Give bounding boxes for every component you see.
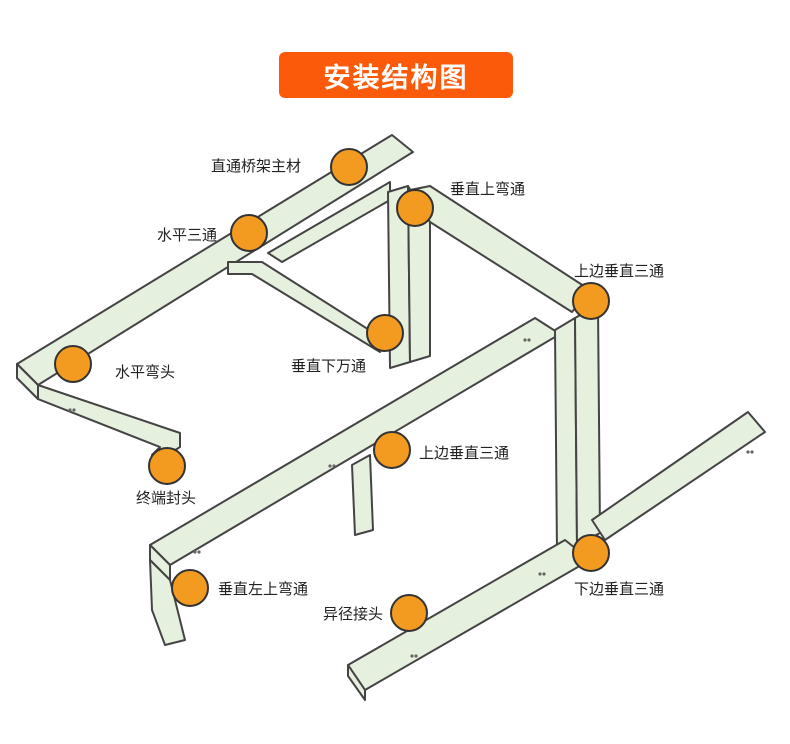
marker-horizontal-tee [230,214,268,252]
marker-reducer [390,594,428,632]
marker-vertical-down-tee [366,314,404,352]
marker-lower-vertical-tee [572,534,610,572]
label-straight-tray: 直通桥架主材 [211,157,302,175]
tray-lower-left-run [347,539,591,691]
bolt-marks [68,338,754,658]
marker-straight-tray [330,148,368,186]
marker-horizontal-bend [54,345,92,383]
marker-upper-vertical-tee-center [373,431,411,469]
label-vertical-left-up-bend: 垂直左上弯通 [218,580,309,598]
tray-end-segment [37,384,181,461]
label-vertical-up-bend: 垂直上弯通 [450,180,526,198]
label-horizontal-bend: 水平弯头 [115,363,176,381]
label-upper-vertical-tee-center: 上边垂直三通 [419,444,510,462]
label-end-cap: 终端封头 [136,489,197,507]
marker-end-cap [148,447,186,485]
label-reducer: 异径接头 [323,605,384,623]
page-title: 安装结构图 [323,62,469,94]
label-vertical-down-tee: 垂直下万通 [291,357,367,375]
label-upper-vertical-tee-right: 上边垂直三通 [574,262,665,280]
tray-lower-right-run [591,411,766,541]
tray-right-post-side [574,304,601,546]
tray-tee-branch [227,261,386,353]
marker-vertical-up-bend [396,189,434,227]
tray-right-post [554,317,578,554]
tray-lower-left-side [347,664,366,701]
tray-top-right-run [409,185,591,313]
label-horizontal-tee: 水平三通 [157,226,218,244]
marker-upper-vertical-tee-right [572,282,610,320]
tray-left-drop [149,559,186,646]
label-lower-vertical-tee: 下边垂直三通 [574,580,665,598]
tray-center-drop [351,454,374,536]
marker-vertical-left-up-bend [171,569,209,607]
title-banner: 安装结构图 [279,52,513,98]
